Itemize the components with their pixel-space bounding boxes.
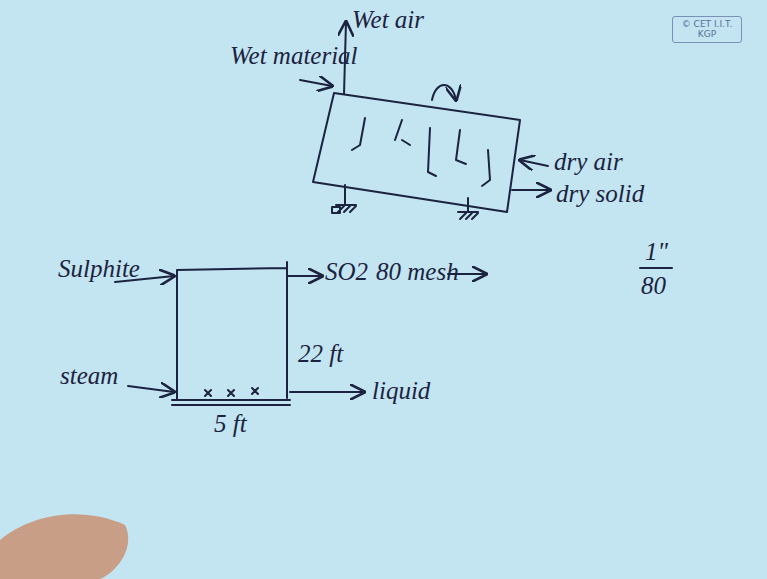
sparger [205,388,258,396]
support [458,198,478,219]
flow-arrow [128,386,174,392]
tower [172,262,290,405]
fraction-bar [640,267,672,269]
flow-label: Sulphite [58,255,140,283]
flow-arrow [300,80,332,86]
support [332,185,356,213]
flow-label: liquid [372,377,430,405]
flow-arrow [290,391,364,393]
flow-label: dry air [554,148,623,176]
flow-arrow [512,189,550,191]
flow-arrow [287,275,322,277]
flow-arrow [520,160,548,166]
hand [0,514,128,579]
size-label: 80 mesh [376,258,459,286]
dimension-label: 22 ft [298,340,343,368]
flow-label: SO2 [325,258,368,286]
flights [352,118,490,186]
rotation-arrow [432,85,456,100]
flow-label: dry solid [556,180,644,208]
fraction-numerator: 1" [645,238,668,266]
flow-label: Wet material [230,42,358,70]
fraction-denominator: 80 [641,272,666,300]
dimension-label: 5 ft [214,410,247,438]
watermark: © CET I.I.T. KGP [672,16,742,43]
flow-label: steam [60,362,118,390]
flow-label: Wet air [352,6,424,34]
dryer-shell [313,93,520,212]
